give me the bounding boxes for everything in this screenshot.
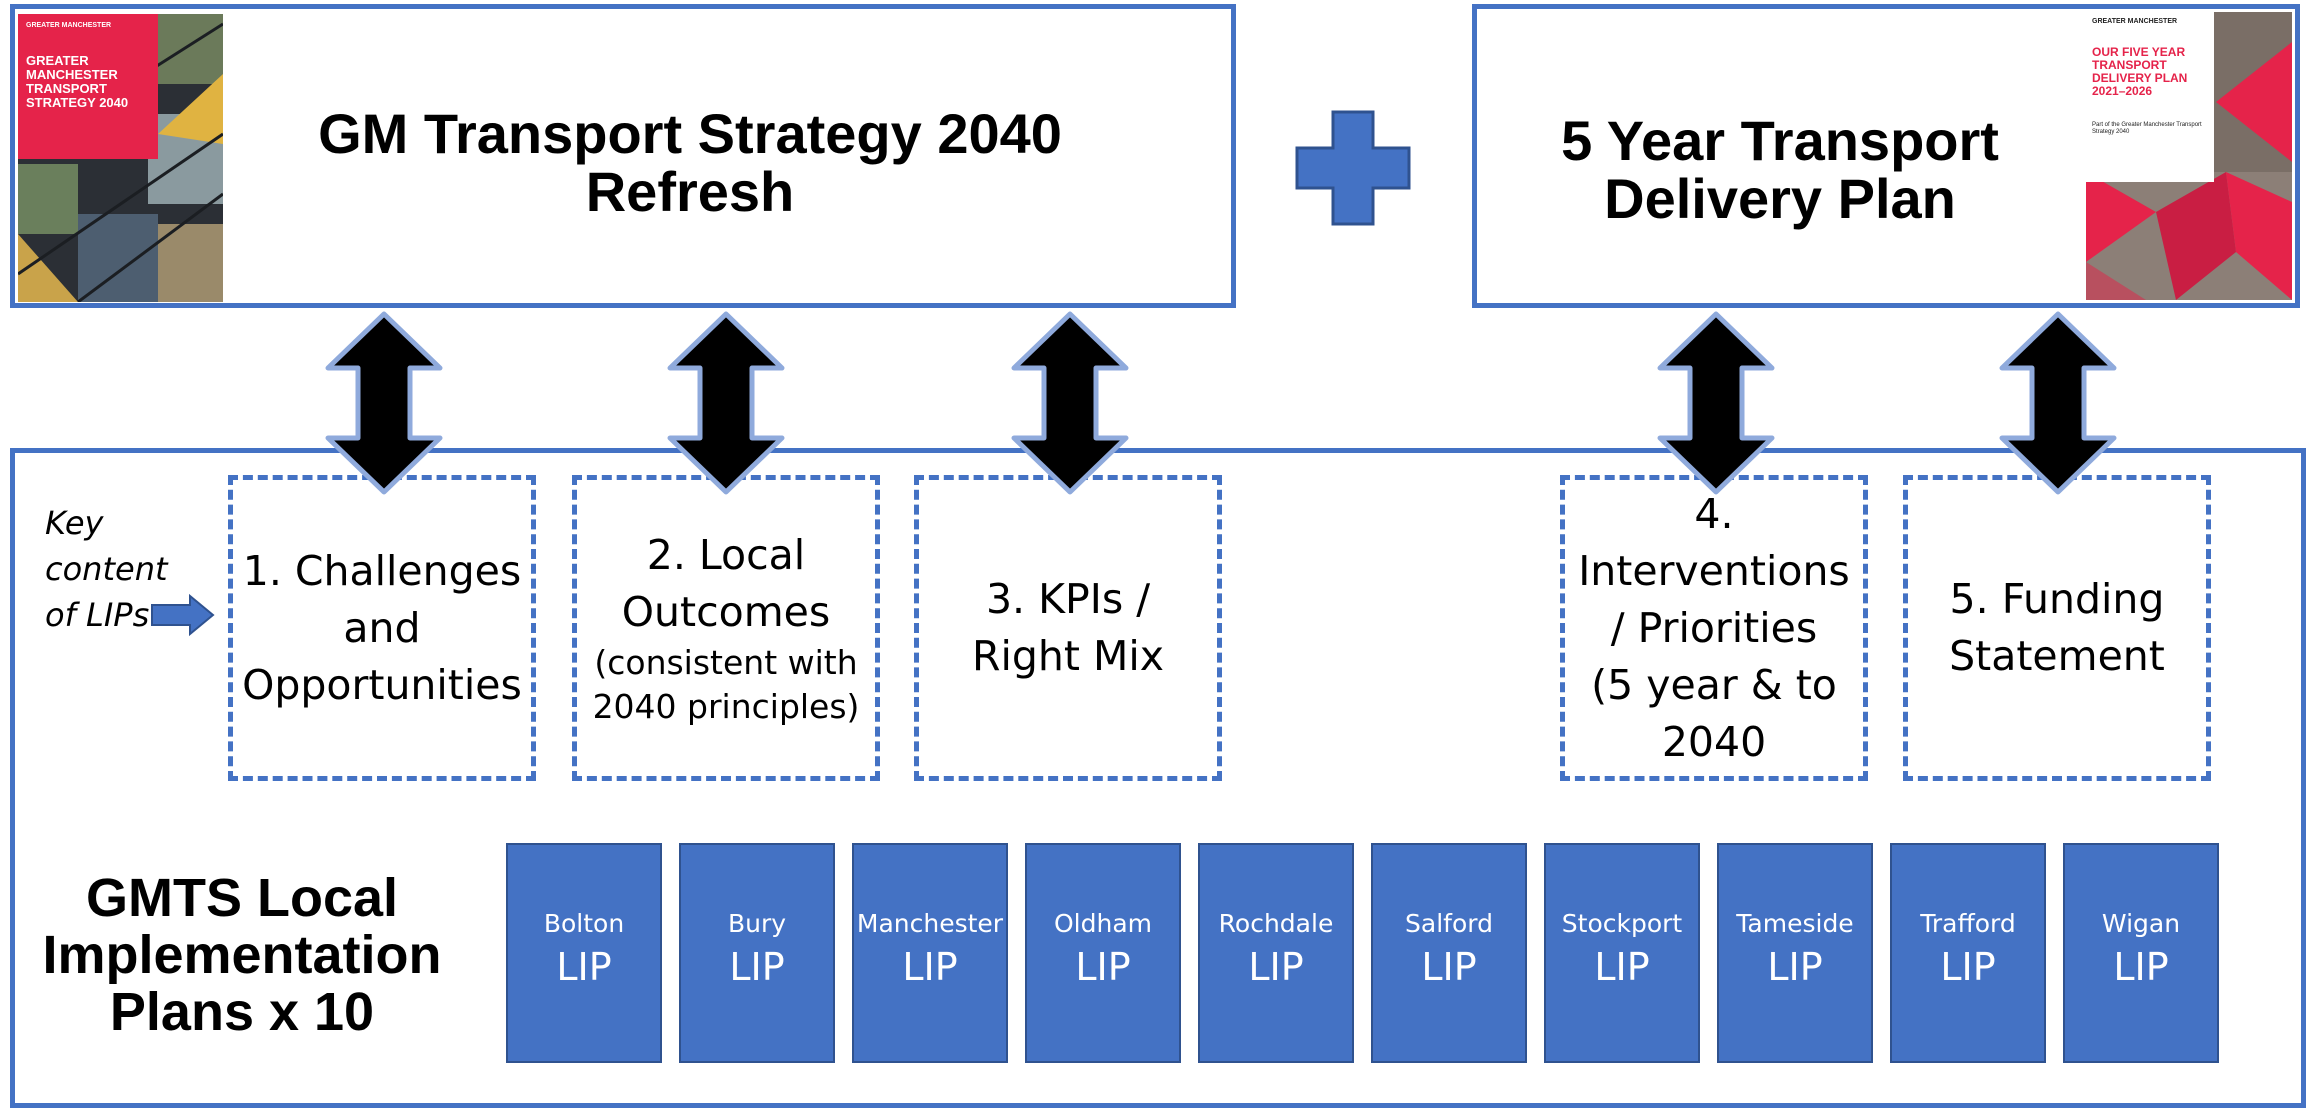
lip-name: Rochdale	[1218, 909, 1334, 938]
lip-tile-trafford: Trafford LIP	[1890, 843, 2046, 1063]
double-arrow-icon	[1657, 311, 1775, 495]
strategy-title: GM Transport Strategy 2040 Refresh	[318, 102, 1062, 223]
lip-tile-oldham: Oldham LIP	[1025, 843, 1181, 1063]
lip-name: Tameside	[1736, 909, 1854, 938]
lip-code: LIP	[729, 945, 785, 989]
lip-name: Wigan	[2101, 909, 2181, 938]
lip-code: LIP	[556, 945, 612, 989]
lip-code: LIP	[1421, 945, 1477, 989]
strategy-cover-image: GREATER MANCHESTER GREATER MANCHESTER TR…	[18, 14, 223, 302]
lip-code: LIP	[1940, 945, 1996, 989]
content-box-challenges: 1. Challenges and Opportunities	[228, 475, 536, 781]
lip-tile-bolton: Bolton LIP	[506, 843, 662, 1063]
delivery-cover-heading: OUR FIVE YEAR TRANSPORT DELIVERY PLAN 20…	[2092, 45, 2188, 98]
lip-tile-bury: Bury LIP	[679, 843, 835, 1063]
double-arrow-icon	[1999, 311, 2117, 495]
content-box-label: 3. KPIs / Right Mix	[971, 575, 1165, 680]
right-arrow-icon	[151, 593, 215, 637]
lip-code: LIP	[1594, 945, 1650, 989]
lip-name: Salford	[1405, 909, 1493, 938]
lip-code: LIP	[1248, 945, 1304, 989]
plus-icon	[1295, 110, 1411, 226]
double-arrow-icon	[325, 311, 443, 495]
lip-tile-tameside: Tameside LIP	[1717, 843, 1873, 1063]
lip-tile-rochdale: Rochdale LIP	[1198, 843, 1354, 1063]
content-box-sublabel: (consistent with 2040 principles)	[592, 643, 860, 726]
lip-tile-manchester: Manchester LIP	[852, 843, 1008, 1063]
delivery-cover-publisher: GREATER MANCHESTER	[2092, 18, 2178, 25]
lips-title: GMTS Local Implementation Plans x 10	[42, 868, 442, 1042]
content-box-funding: 5. Funding Statement	[1903, 475, 2211, 781]
content-box-interventions: 4. Interventions / Priorities (5 year & …	[1560, 475, 1868, 781]
lip-name: Stockport	[1561, 909, 1683, 938]
content-box-label: 5. Funding Statement	[1949, 575, 2165, 680]
double-arrow-icon	[1011, 311, 1129, 495]
delivery-plan-title: 5 Year Transport Delivery Plan	[1561, 109, 1999, 230]
key-content-label: Key content of LIPs	[45, 504, 168, 634]
lip-code: LIP	[1075, 945, 1131, 989]
strategy-cover-publisher: GREATER MANCHESTER	[26, 22, 112, 29]
content-box-kpis: 3. KPIs / Right Mix	[914, 475, 1222, 781]
lip-name: Bolton	[543, 909, 625, 938]
lip-code: LIP	[2113, 945, 2169, 989]
delivery-plan-cover-image: GREATER MANCHESTER OUR FIVE YEAR TRANSPO…	[2086, 12, 2292, 300]
content-box-label: 4. Interventions / Priorities (5 year & …	[1578, 489, 1850, 766]
lip-tile-stockport: Stockport LIP	[1544, 843, 1700, 1063]
lip-name: Manchester	[856, 909, 1004, 938]
lip-name: Oldham	[1053, 909, 1152, 938]
lip-name: Bury	[727, 909, 787, 938]
strategy-cover-heading: GREATER MANCHESTER TRANSPORT STRATEGY 20…	[26, 53, 129, 110]
lip-name: Trafford	[1920, 909, 2016, 938]
lip-code: LIP	[902, 945, 958, 989]
lip-code: LIP	[1767, 945, 1823, 989]
delivery-cover-subheading: Part of the Greater Manchester Transport…	[2092, 122, 2202, 135]
lip-tile-wigan: Wigan LIP	[2063, 843, 2219, 1063]
content-box-label: 1. Challenges and Opportunities	[242, 546, 522, 709]
content-box-label: 2. Local Outcomes	[621, 531, 831, 636]
double-arrow-icon	[667, 311, 785, 495]
lip-tile-salford: Salford LIP	[1371, 843, 1527, 1063]
content-box-outcomes: 2. Local Outcomes (consistent with 2040 …	[572, 475, 880, 781]
